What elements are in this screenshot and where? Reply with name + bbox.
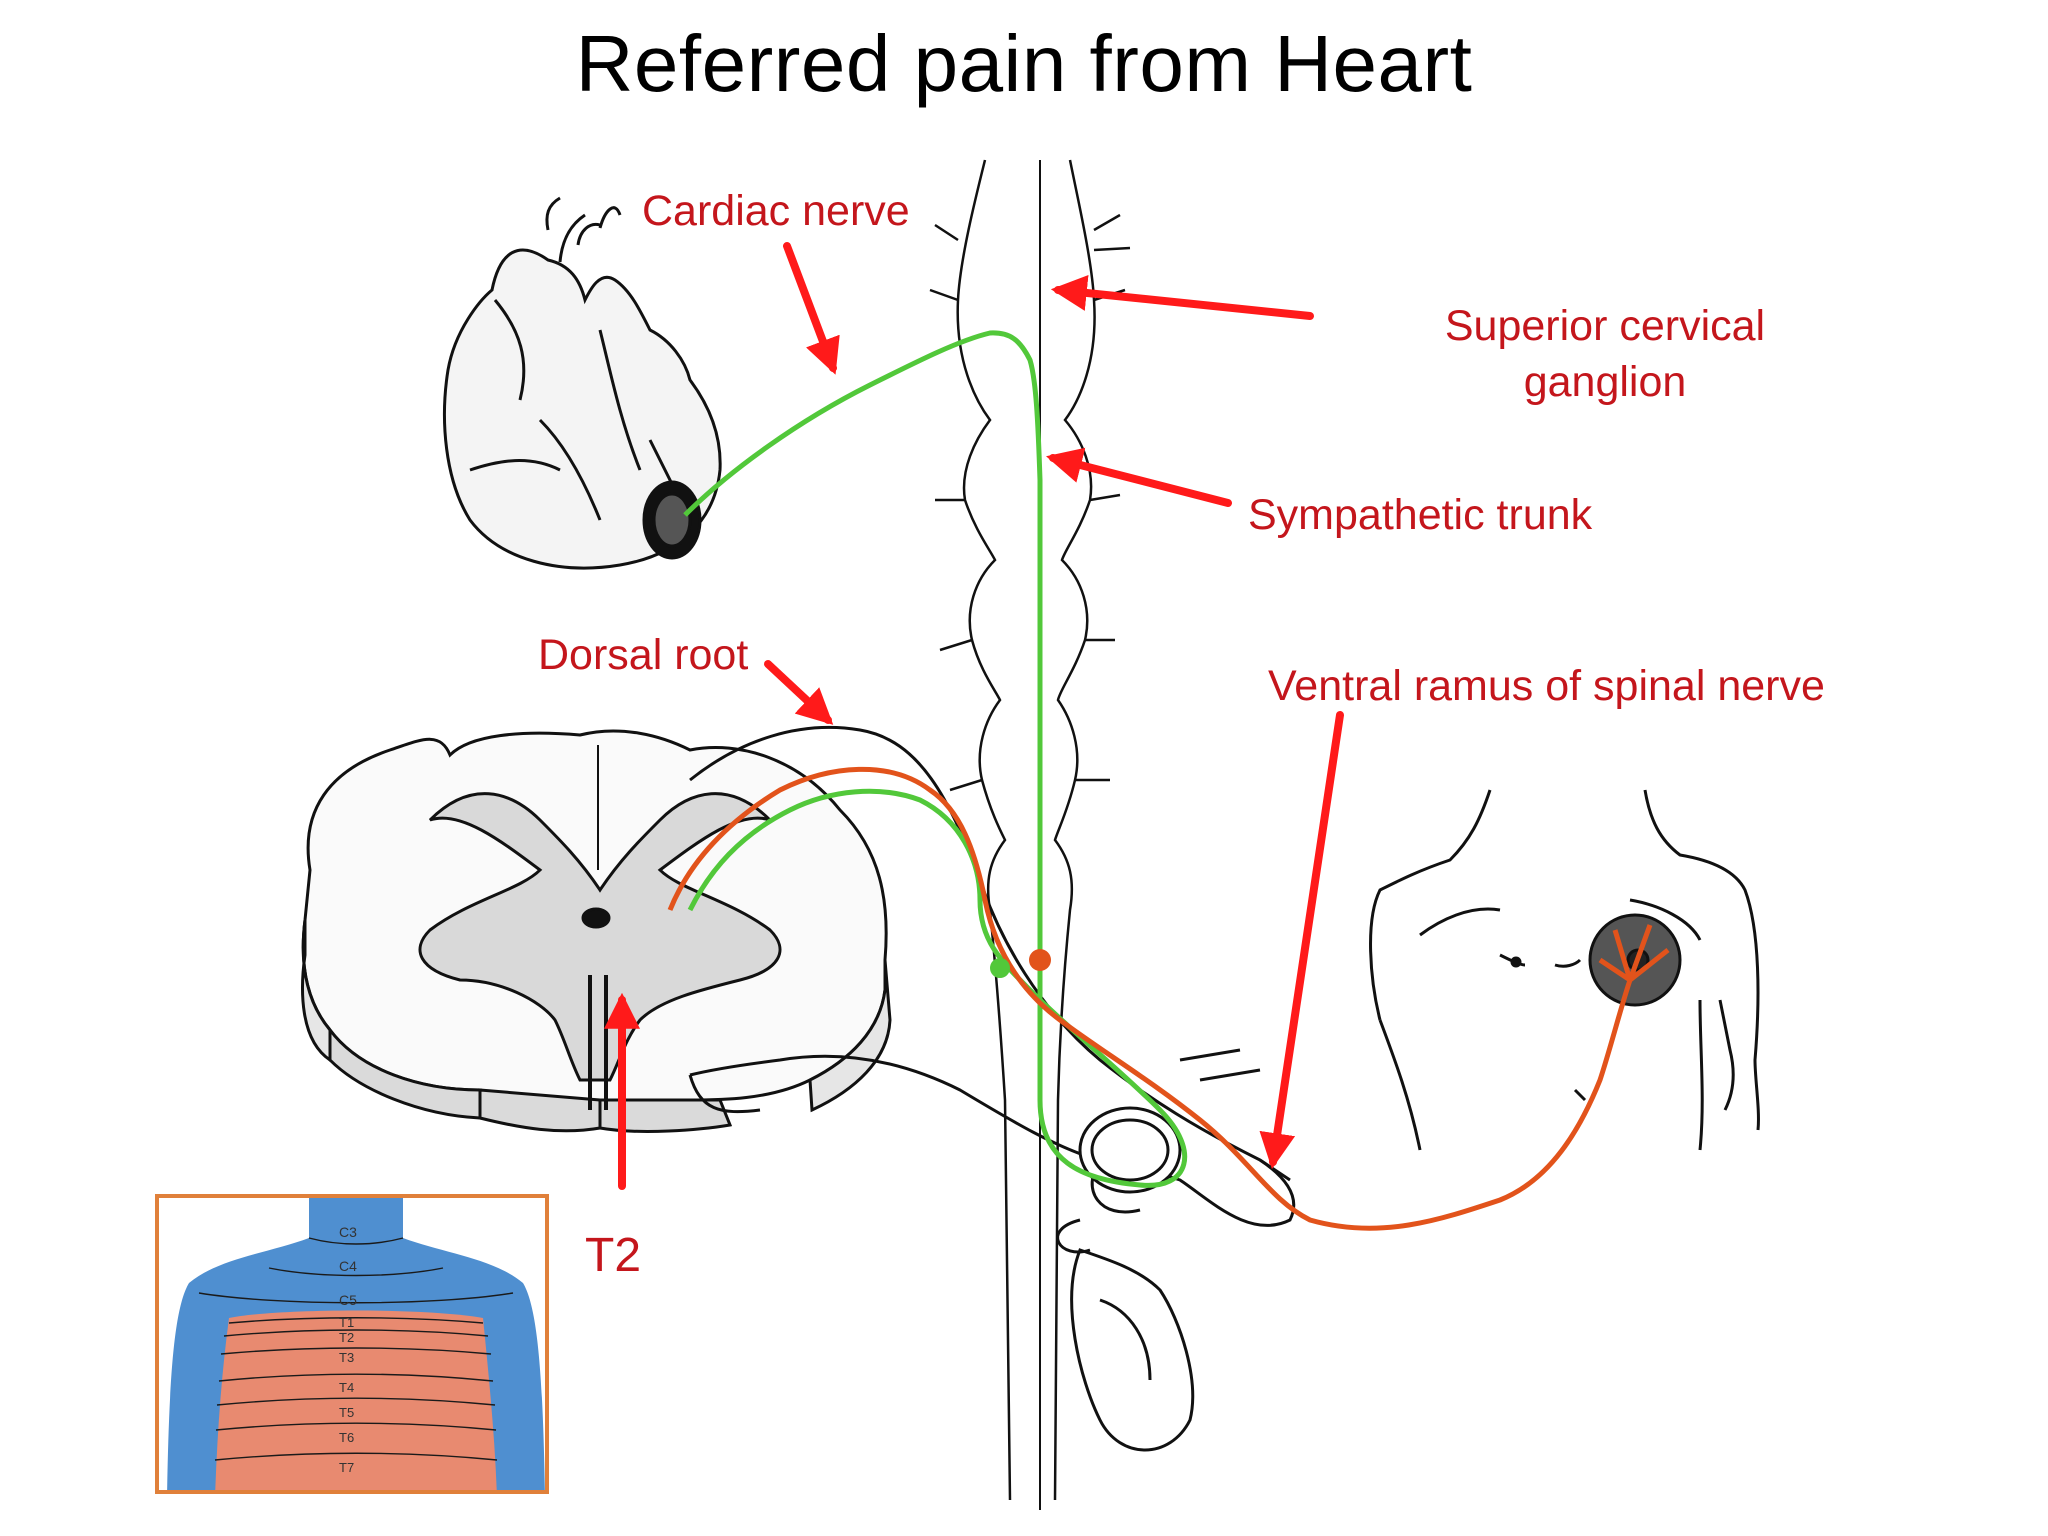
- dermatome-level-label: T6: [339, 1430, 355, 1445]
- arrow-cardiac-nerve: [783, 242, 840, 375]
- dermatome-level-label: T5: [339, 1405, 355, 1420]
- dermatome-level-label: T4: [339, 1380, 355, 1395]
- dermatome-level-label: C4: [339, 1258, 357, 1274]
- torso-illustration: [1369, 789, 1760, 1151]
- dermatome-level-label: C5: [339, 1292, 357, 1308]
- label-superior-cervical-ganglion-line1: Superior cervical: [1444, 302, 1766, 350]
- label-dorsal-root: Dorsal root: [538, 631, 749, 679]
- dermatome-level-label: T1: [339, 1315, 355, 1330]
- heart-illustration: [443, 196, 722, 570]
- label-arrows: [604, 242, 1344, 1190]
- label-superior-cervical-ganglion-line2: ganglion: [1523, 358, 1687, 406]
- label-cardiac-nerve: Cardiac nerve: [642, 187, 910, 235]
- label-superior-cervical-ganglion: Superior cervical ganglion: [1410, 298, 1800, 410]
- arrow-ventral-ramus: [1259, 711, 1344, 1170]
- label-t2: T2: [585, 1229, 642, 1282]
- dermatome-level-label: C3: [339, 1224, 357, 1240]
- arrow-superior-cervical-ganglion: [1050, 275, 1314, 320]
- dermatome-figure: [159, 1198, 545, 1490]
- label-ventral-ramus: Ventral ramus of spinal nerve: [1268, 662, 1825, 710]
- arrow-dorsal-root: [764, 660, 834, 725]
- dermatome-level-label: T3: [339, 1350, 355, 1365]
- page-title: Referred pain from Heart: [575, 19, 1473, 108]
- dermatome-inset: C3 C4 C5 T1 T2 T3 T4 T5 T6 T7: [155, 1194, 549, 1494]
- spinal-nerve-illustration: [688, 726, 1296, 1452]
- spinal-cord-illustration: [301, 729, 892, 1133]
- label-sympathetic-trunk: Sympathetic trunk: [1248, 491, 1593, 539]
- arrow-sympathetic-trunk: [1046, 447, 1232, 507]
- dermatome-level-label: T7: [339, 1460, 355, 1475]
- visceral-afferent-fiber: [683, 330, 1188, 1188]
- somatic-afferent-fiber: [667, 766, 1670, 1231]
- dermatome-level-label: T2: [339, 1330, 355, 1345]
